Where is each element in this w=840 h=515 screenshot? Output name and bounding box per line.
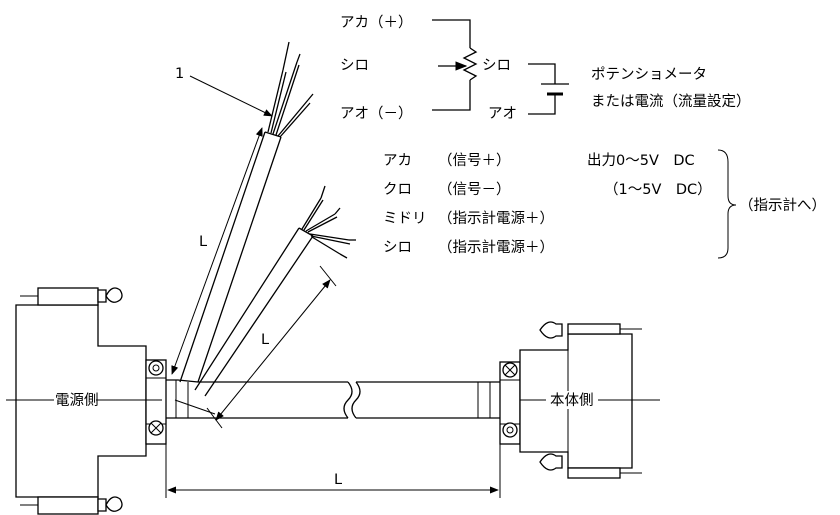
output-range-line2: （1～5V DC） <box>604 181 712 198</box>
wire-color-3: シロ <box>383 240 412 256</box>
wire-color-1: クロ <box>383 181 412 198</box>
dimension-upper: L <box>171 127 263 375</box>
brace-symbol <box>717 149 737 259</box>
wire-blue-left-label: アオ（－） <box>340 105 413 122</box>
dimension-upper-label: L <box>199 234 207 250</box>
wire-blue-line <box>432 80 471 111</box>
callout-leader <box>189 75 273 117</box>
indicator-wire-list: アカ （信号＋） クロ （信号－） ミドリ （指示計電源＋） シロ （指示計電源… <box>383 149 826 259</box>
wire-signal-1: （信号－） <box>438 181 511 198</box>
wire-signal-2: （指示計電源＋） <box>438 210 554 227</box>
lower-branch-cable <box>194 185 356 397</box>
screw-icon <box>148 360 164 376</box>
left-connector: 電源側 <box>6 287 167 515</box>
battery-bottom-lead <box>528 94 556 115</box>
thumbscrew-right-bottom-icon <box>539 453 563 471</box>
wire-red-label: アカ（＋） <box>340 14 413 31</box>
right-connector-label: 本体側 <box>550 392 594 409</box>
dimension-main: L <box>165 444 501 498</box>
device-label-line1: ポテンショメータ <box>591 66 707 83</box>
main-cable <box>166 379 500 419</box>
dimension-lower-line <box>215 279 331 421</box>
screw-icon-right <box>502 422 518 438</box>
wire-color-0: アカ <box>383 153 412 169</box>
wire-red-line <box>432 19 471 48</box>
potentiometer-section: アカ（＋） シロ アオ（－） シロ アオ ポテンショメータ または電流（流量設定… <box>340 14 751 122</box>
wire-blue-right-label: アオ <box>488 106 517 122</box>
thumbscrew-top-icon <box>105 287 123 303</box>
left-connector-label: 電源側 <box>55 392 99 409</box>
wire-white-right-label: シロ <box>482 58 511 74</box>
callout-1: 1 <box>175 66 273 117</box>
dimension-lower-label: L <box>261 332 269 348</box>
resistor-symbol <box>462 47 478 81</box>
callout-number: 1 <box>175 66 184 82</box>
dimension-lower: L <box>206 265 337 429</box>
thumbscrew-bottom-icon <box>105 496 123 512</box>
destination-label: （指示計へ） <box>739 197 826 214</box>
wire-white-left-label: シロ <box>340 58 369 74</box>
wire-signal-0: （信号＋） <box>438 152 511 169</box>
thumbscrew-right-top-icon <box>539 321 563 339</box>
output-range-line1: 出力0～5V DC <box>587 152 695 169</box>
dimension-upper-line <box>171 127 263 375</box>
device-label-line2: または電流（流量設定） <box>591 93 751 110</box>
wire-color-2: ミドリ <box>383 211 427 227</box>
right-connector: 本体側 <box>499 321 660 479</box>
dimension-main-label: L <box>334 472 342 488</box>
battery-top-lead <box>528 63 556 84</box>
upper-branch-cable <box>179 41 314 383</box>
wire-signal-3: （指示計電源＋） <box>438 239 554 256</box>
